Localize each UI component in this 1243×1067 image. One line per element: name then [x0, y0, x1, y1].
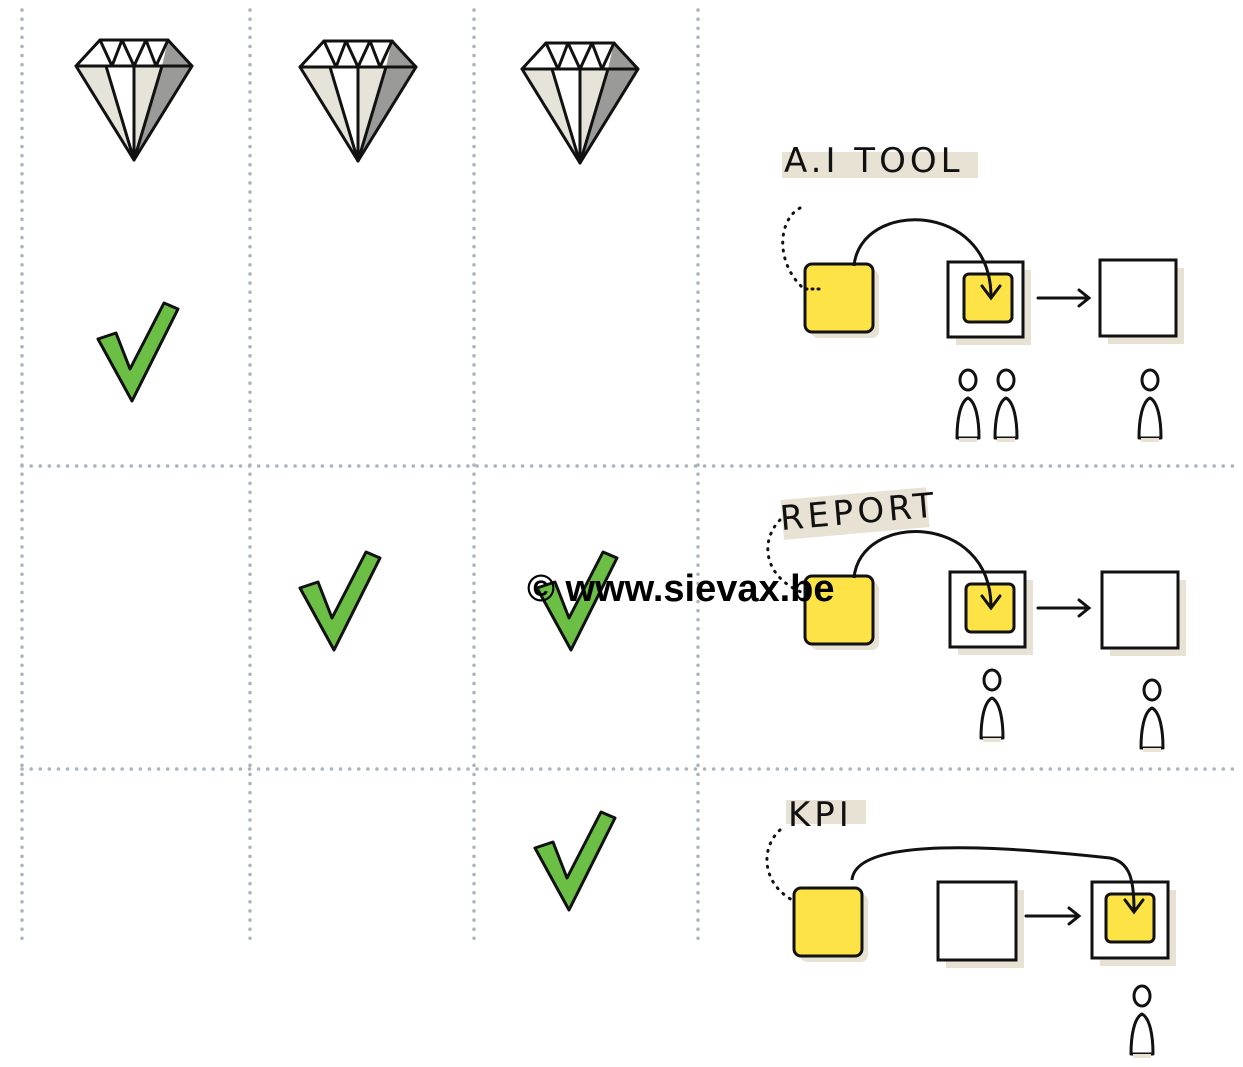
- source-box: [803, 262, 875, 334]
- source-box: [792, 886, 864, 958]
- dotted-pointer: [766, 518, 808, 596]
- row-label-ai-tool: A.I TOOL: [784, 141, 964, 181]
- row-label-kpi: KPI: [788, 795, 853, 835]
- watermark: © www.sievax.be: [527, 568, 835, 610]
- target-box: [1100, 570, 1180, 650]
- source-box: [803, 574, 875, 646]
- person-icon: [955, 368, 981, 442]
- middle-inner-box: [962, 272, 1014, 324]
- diamond-icon: [298, 39, 418, 163]
- label-highlight: [782, 152, 978, 178]
- dotted-pointer: [765, 828, 808, 908]
- person-icon: [1137, 368, 1163, 442]
- person-icon: [1129, 984, 1155, 1058]
- curved-arrow: [852, 218, 993, 297]
- right-arrow: [1024, 906, 1082, 926]
- flow-kpi: KPI: [765, 795, 1176, 1058]
- diamond-icon: [74, 38, 194, 162]
- middle-box: [936, 880, 1018, 962]
- curved-arrow: [850, 846, 1136, 911]
- target-inner-box: [1104, 892, 1156, 944]
- right-arrow: [1036, 598, 1092, 618]
- person-icon: [993, 368, 1019, 442]
- dotted-pointer: [781, 206, 805, 290]
- label-highlight: [786, 800, 866, 824]
- label-highlight: [780, 487, 930, 540]
- person-icon: [1139, 678, 1165, 752]
- target-box: [1098, 258, 1178, 338]
- matrix-grid: [20, 8, 1239, 944]
- person-icon: [979, 668, 1005, 742]
- curved-arrow: [852, 530, 993, 607]
- checkmark-icon: [298, 550, 382, 652]
- right-arrow: [1036, 288, 1092, 308]
- diamond-icon: [520, 41, 640, 165]
- checkmark-icon: [96, 301, 180, 403]
- checkmark-icon: [533, 810, 617, 912]
- flow-ai-tool: A.I TOOL: [781, 141, 1184, 442]
- flow-report: REPORT: [766, 485, 1186, 752]
